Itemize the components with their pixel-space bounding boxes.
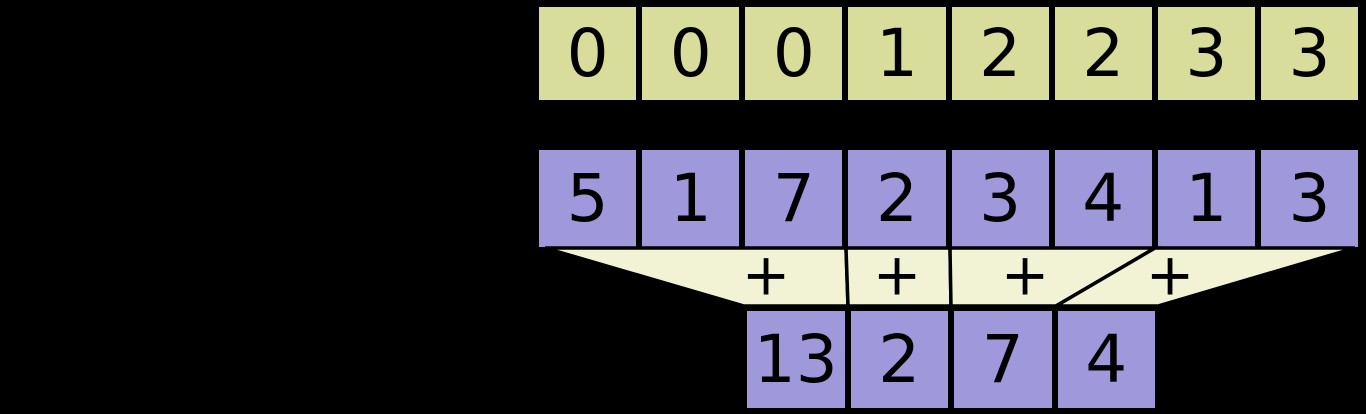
sum-cell-3: 4	[1054, 308, 1158, 411]
value-cell-6: 1	[1154, 147, 1258, 250]
value-cell-1: 1	[639, 147, 743, 250]
plus-operator-2: +	[872, 240, 922, 309]
index-cell-7: 3	[1257, 4, 1361, 103]
plus-operator-3: +	[1000, 240, 1050, 309]
sum-cell-2: 7	[951, 308, 1055, 411]
index-cell-6: 3	[1154, 4, 1258, 103]
index-cell-2: 0	[742, 4, 846, 103]
index-cell-0: 0	[536, 4, 640, 103]
value-row: 5 1 7 2 3 4 1 3	[536, 147, 1361, 250]
sum-cell-1: 2	[847, 308, 951, 411]
plus-operator-4: +	[1145, 240, 1195, 309]
funnel-section-4	[1049, 246, 1356, 308]
value-cell-5: 4	[1051, 147, 1155, 250]
sum-row: 13 2 7 4	[744, 308, 1158, 411]
index-cell-3: 1	[845, 4, 949, 103]
sum-cell-0: 13	[744, 308, 848, 411]
index-cell-4: 2	[948, 4, 1052, 103]
funnel-section-1	[544, 246, 850, 308]
plus-operator-1: +	[741, 240, 791, 309]
index-row: 0 0 0 1 2 2 3 3	[536, 4, 1361, 103]
index-cell-5: 2	[1051, 4, 1155, 103]
index-cell-1: 0	[639, 4, 743, 103]
value-cell-3: 2	[845, 147, 949, 250]
value-cell-0: 5	[536, 147, 640, 250]
value-cell-7: 3	[1257, 147, 1361, 250]
